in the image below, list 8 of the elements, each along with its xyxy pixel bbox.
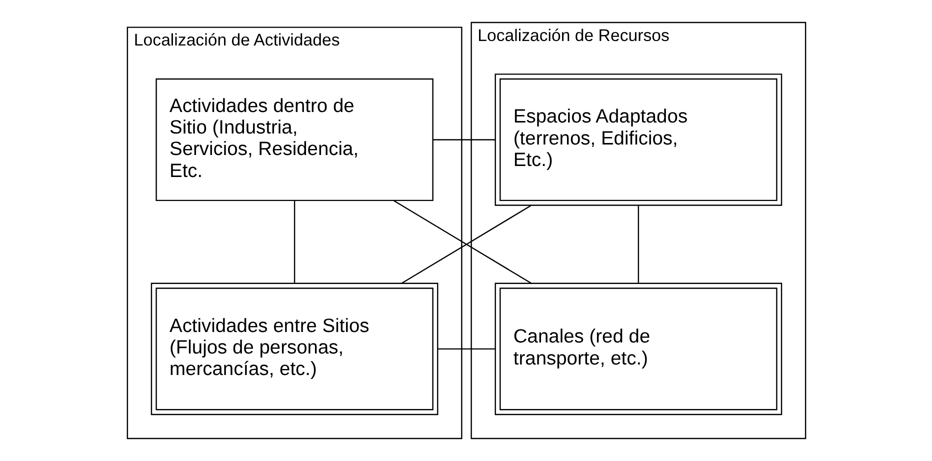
node-box: Actividades dentro de Sitio (Industria, Servicios, Residencia, Etc. xyxy=(155,78,433,202)
connector xyxy=(432,139,495,140)
connector xyxy=(437,348,495,350)
node-box: Actividades entre Sitios (Flujos de personas, mercancías, etc.) xyxy=(150,282,438,416)
connector xyxy=(293,200,295,284)
connector xyxy=(637,206,639,284)
node-box: Canales (red de transporte, etc.) xyxy=(494,282,782,416)
node-box: Espacios Adaptados (terrenos, Edificios, Etc.) xyxy=(494,74,782,206)
